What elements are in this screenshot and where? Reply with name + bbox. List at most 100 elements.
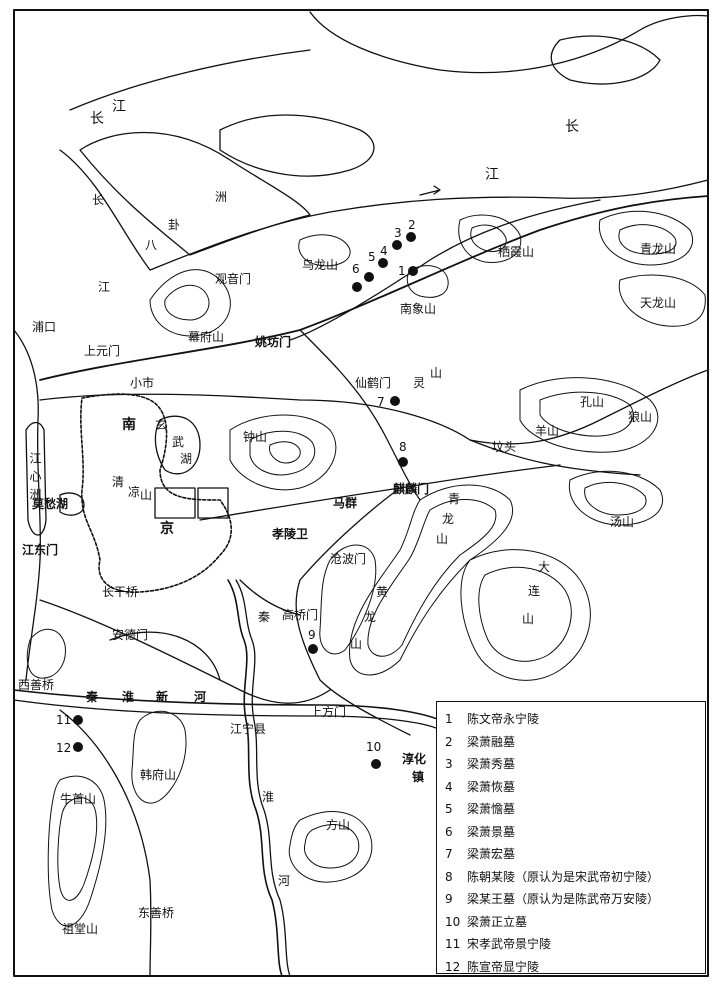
changjiang-label-b: 江 (112, 99, 126, 115)
road-qilin (199, 464, 561, 521)
site-number-5: 5 (368, 250, 376, 264)
shangyuanmen-label: 上元门 (84, 344, 121, 358)
zutangshan-label: 祖堂山 (62, 922, 99, 936)
mochouhu-label: 莫愁湖 (32, 497, 69, 511)
legend-item-label: 陈宣帝显宁陵 (467, 959, 540, 974)
qinhuai-new-label-2: 淮 (122, 690, 135, 704)
qingliang-label-2: 凉 (128, 485, 141, 499)
xianhemen-label: 仙鹤门 (355, 376, 392, 390)
nanxiangshan-label: 南象山 (400, 302, 437, 316)
huanglong-label-1: 黄 (376, 585, 389, 599)
qinhuai-new-river-2 (13, 699, 437, 729)
city-block-2 (197, 487, 229, 519)
fangshan-label: 方山 (326, 818, 351, 832)
changbagua-label-2: 八 (145, 238, 158, 252)
mochou-lake (59, 492, 85, 516)
lingshan-label-2: 山 (430, 366, 443, 380)
huanglong-label-3: 山 (350, 637, 363, 651)
site-dot-9 (308, 644, 318, 654)
qixiashan-label: 栖霞山 (498, 245, 535, 259)
qingliang-label-1: 清 (112, 475, 125, 489)
chunhua-label: 淳化 (402, 752, 427, 766)
qinhuai-new-label-1: 秦 (86, 690, 99, 704)
legend-item-label: 梁萧融墓 (467, 734, 516, 749)
qinglong2-label-2: 龙 (442, 512, 455, 526)
left-river-bank (13, 329, 42, 681)
xuanwu-label-3: 湖 (180, 452, 193, 466)
legend-item-number: 9 (445, 892, 453, 906)
jiangxinzhou-island (25, 421, 47, 536)
dongshanqiao-label: 东善桥 (138, 906, 175, 920)
site-dot-12 (73, 742, 83, 752)
legend-item-label: 梁萧正立墓 (467, 914, 528, 929)
xiaoshi-label: 小市 (130, 376, 155, 390)
qinhuai-new-label-4: 河 (194, 690, 207, 704)
xiaolingwei-label: 孝陵卫 (272, 527, 309, 541)
andemen-label: 安德门 (112, 628, 149, 642)
qinglong2-label-1: 青 (448, 492, 461, 506)
changbagua-island (79, 131, 311, 256)
xuanwu-lake (154, 415, 201, 475)
langshan-label: 狼山 (628, 410, 653, 424)
qilinmen-label: 麒麟门 (393, 482, 430, 496)
huanglong-label-2: 龙 (364, 610, 377, 624)
contours (26, 210, 706, 927)
site-number-2: 2 (408, 218, 416, 232)
mufushan-label: 幕府山 (188, 330, 225, 344)
jiangningxian-label: 江宁县 (230, 722, 267, 736)
legend-item-label: 陈文帝永宁陵 (467, 712, 540, 726)
qinhuai-river (227, 579, 283, 977)
yangtze-mid-bank (69, 49, 311, 111)
road-east (469, 369, 709, 445)
qinhuai-label-1: 秦 (258, 610, 271, 624)
wulongshan-label: 乌龙山 (302, 258, 339, 272)
legend-item-number: 6 (445, 824, 453, 839)
legend-item-number: 8 (445, 869, 453, 884)
niushoushan-label: 牛首山 (60, 792, 97, 806)
jiang-label: 江 (98, 280, 111, 294)
changbagua-label-1: 长 (92, 193, 105, 207)
jiangxinzhou-label: 江心洲 (28, 452, 42, 506)
qinhuai-river-2 (235, 579, 291, 977)
xuanwu-label-1: 玄 (155, 418, 168, 432)
qingliang-label-3: 山 (140, 488, 153, 502)
site-number-6: 6 (352, 262, 360, 276)
dalian-label-2: 连 (528, 584, 541, 598)
lingshan-label-1: 灵 (413, 376, 426, 390)
fentou-label: 坟头 (492, 440, 517, 454)
legend-item-number: 5 (445, 802, 453, 816)
map-frame (13, 9, 709, 977)
yangtze-north-bank (309, 11, 709, 74)
road-jiangning (59, 709, 152, 977)
legend-item-label: 梁萧宏墓 (467, 847, 516, 861)
xishanqiao-label: 西善桥 (18, 678, 55, 692)
site-dot-11 (73, 715, 83, 725)
site-dot-4 (378, 258, 388, 268)
site-dot-5 (364, 272, 374, 282)
site-number-10: 10 (366, 740, 382, 754)
river-inner-2 (550, 35, 661, 85)
site-dot-8 (398, 457, 408, 467)
road-south (295, 487, 411, 736)
legend-item: 2 梁萧融墓 (445, 731, 697, 754)
legend-item-number: 2 (445, 734, 453, 749)
tianlongshan-label: 天龙山 (640, 296, 677, 310)
qinhuai-label-3: 河 (278, 874, 291, 888)
guanyinmen-label: 观音门 (215, 272, 252, 286)
maqun-label: 马群 (333, 496, 358, 510)
yangtze-south-bank (59, 149, 709, 271)
hanfushan-label: 韩府山 (140, 768, 177, 782)
dalian-label-1: 大 (538, 560, 551, 574)
legend-item-number: 7 (445, 847, 453, 861)
changjiang-label-a: 长 (90, 111, 104, 127)
qinglong2-label-3: 山 (436, 532, 449, 546)
legend-item-label: 梁萧景墓 (467, 824, 516, 839)
changjiang-label-c: 长 (565, 119, 579, 135)
legend-item-label: 梁萧秀墓 (467, 757, 516, 771)
legend-item-label: 梁某王墓（原认为是陈武帝万安陵） (467, 892, 660, 906)
road-southwest (39, 599, 331, 704)
